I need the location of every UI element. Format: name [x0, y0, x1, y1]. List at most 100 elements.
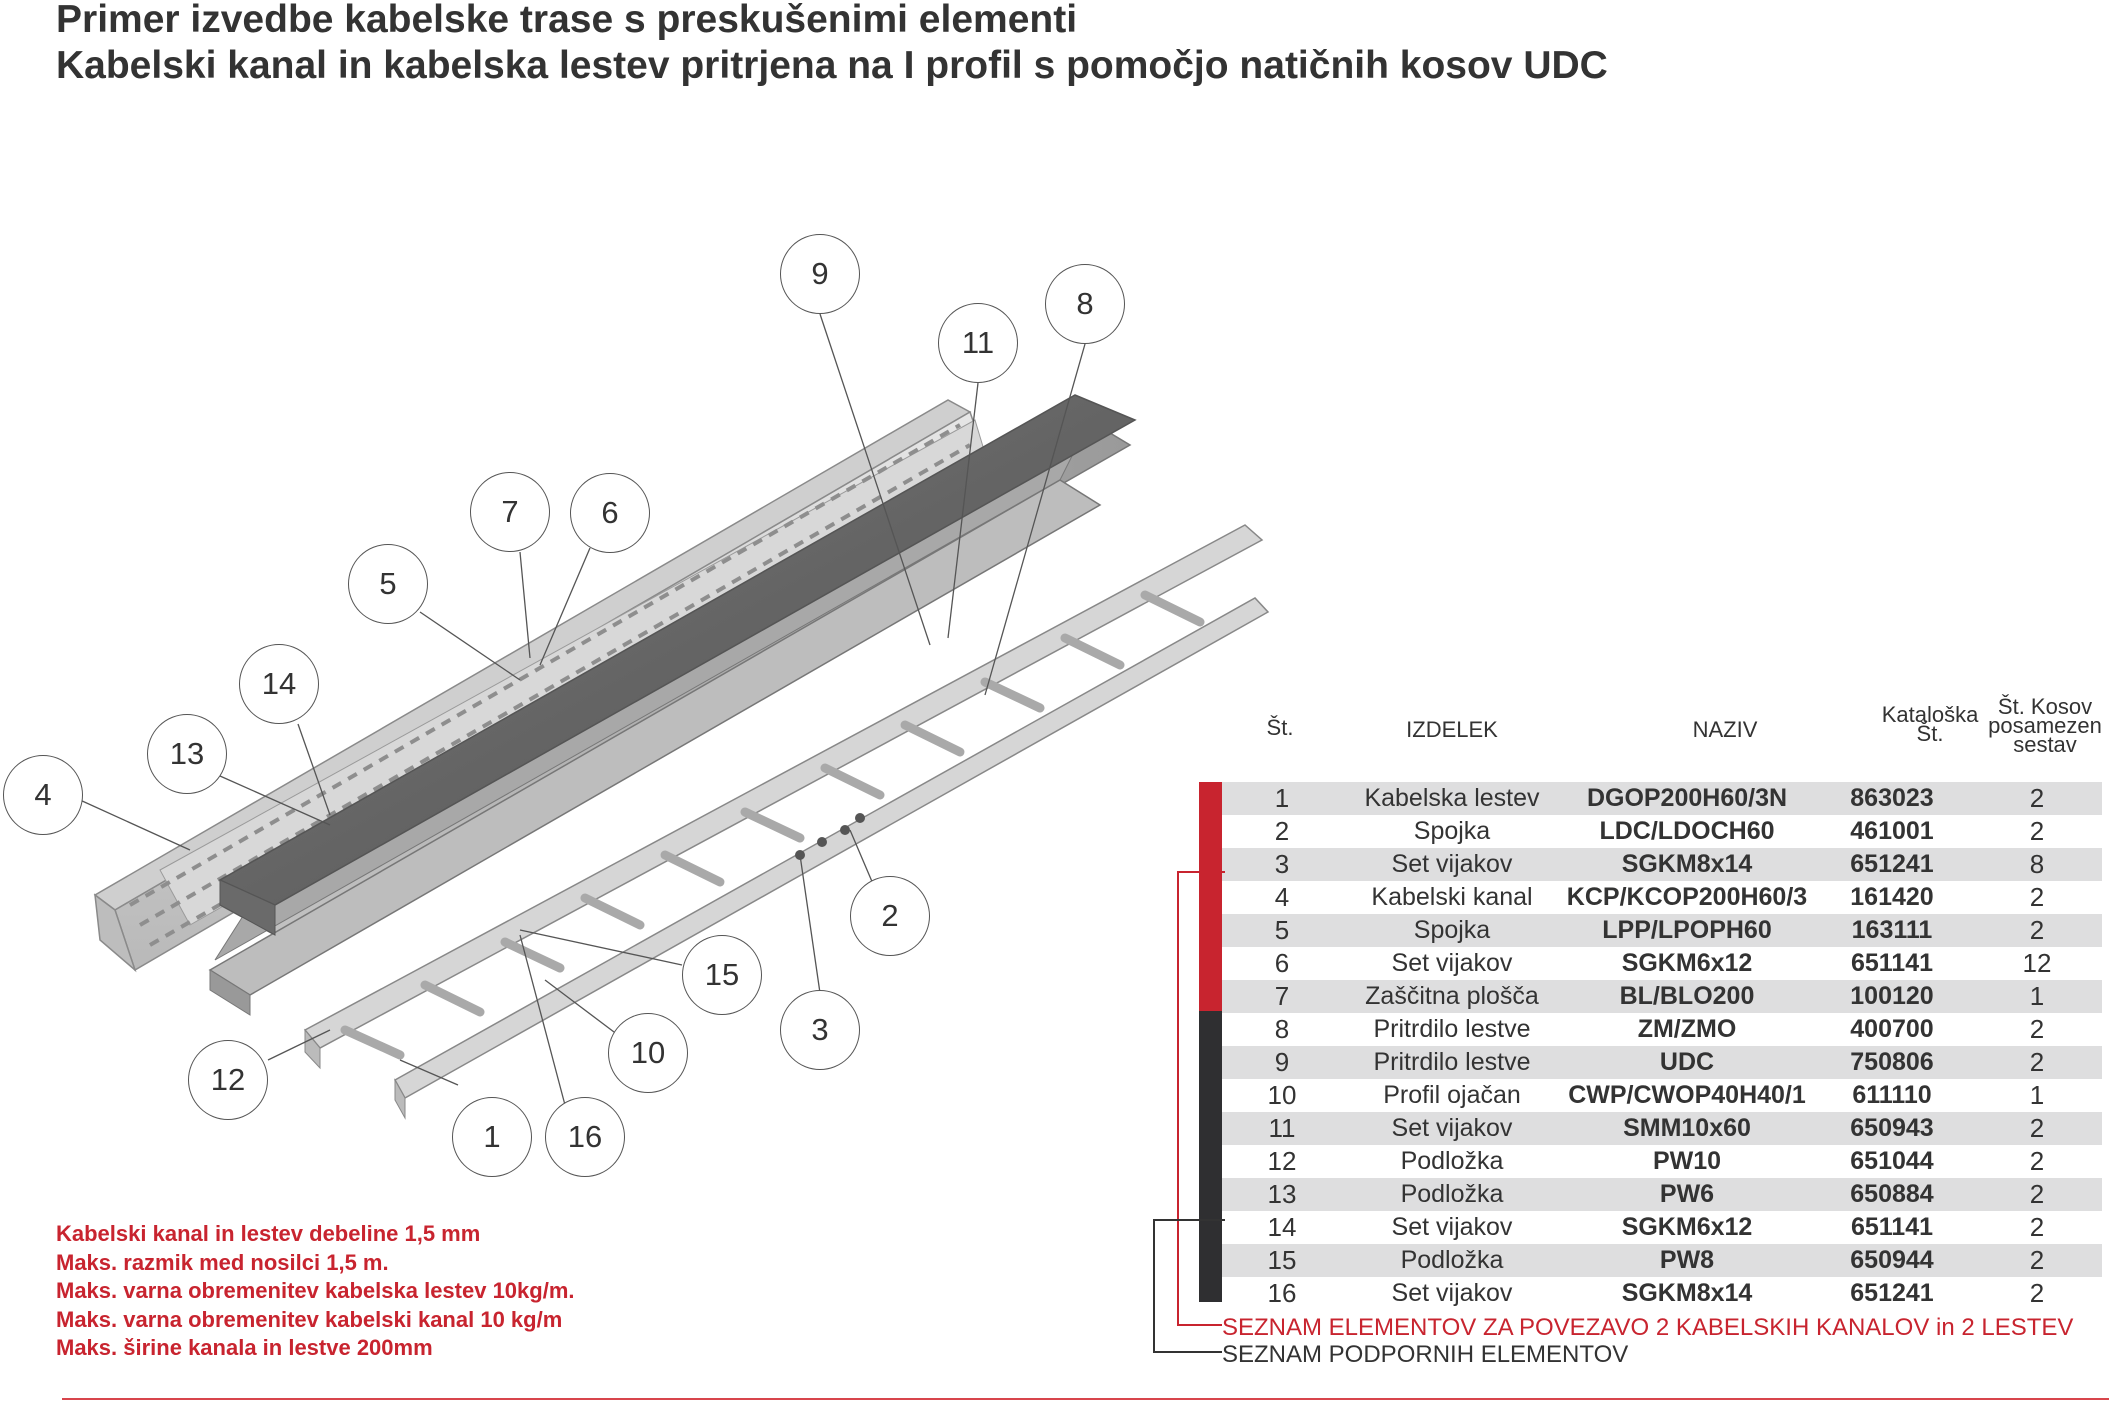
cell-kataloska: 400700: [1850, 1015, 1934, 1043]
callout-11: 11: [938, 303, 1018, 383]
callout-1: 1: [452, 1097, 532, 1177]
cell-naziv: KCP/KCOP200H60/3: [1566, 883, 1808, 911]
note-line: Maks. varna obremenitev kabelski kanal 1…: [56, 1306, 563, 1332]
cell-kosov: 2: [2029, 915, 2045, 945]
cell-izdelek: Pritrdilo lestve: [1373, 1015, 1531, 1043]
table-row: 4 Kabelski kanal KCP/KCOP200H60/3 161420…: [1222, 881, 2102, 914]
table-row: 1 Kabelska lestev DGOP200H60/3N 863023 2: [1222, 782, 2102, 815]
cell-kosov: 2: [2029, 1212, 2045, 1242]
cell-num: 13: [1267, 1179, 1297, 1209]
cell-naziv: BL/BLO200: [1619, 982, 1755, 1010]
cell-kataloska: 163111: [1851, 916, 1933, 944]
cell-kataloska: 611110: [1852, 1081, 1932, 1109]
bottom-divider: [62, 1398, 2109, 1400]
cell-kosov: 2: [2029, 783, 2045, 813]
table-row: 3 Set vijakov SGKM8x14 651241 8: [1222, 848, 2102, 881]
table-row: 14 Set vijakov SGKM6x12 651141 2: [1222, 1211, 2102, 1244]
connection-elements-bar: [1199, 782, 1222, 1011]
cell-naziv: PW6: [1659, 1180, 1715, 1208]
cell-num: 12: [1267, 1146, 1297, 1176]
cell-izdelek: Podložka: [1400, 1246, 1504, 1274]
page-title: Primer izvedbe kabelske trase s preskuše…: [56, 0, 1078, 41]
cell-izdelek: Profil ojačan: [1383, 1081, 1521, 1109]
cell-kosov: 12: [2022, 948, 2052, 978]
cell-izdelek: Podložka: [1400, 1180, 1504, 1208]
table-row: 9 Pritrdilo lestve UDC 750806 2: [1222, 1046, 2102, 1079]
cell-kataloska: 461001: [1850, 817, 1934, 845]
callout-9: 9: [780, 234, 860, 314]
cell-naziv: CWP/CWOP40H40/1: [1568, 1081, 1806, 1109]
cell-izdelek: Kabelski kanal: [1371, 883, 1533, 911]
cell-kataloska: 750806: [1850, 1048, 1934, 1076]
callout-12: 12: [188, 1040, 268, 1120]
table-row: 5 Spojka LPP/LPOPH60 163111 2: [1222, 914, 2102, 947]
callout-14: 14: [239, 644, 319, 724]
cell-naziv: LPP/LPOPH60: [1602, 916, 1772, 944]
cell-kataloska: 650944: [1850, 1246, 1934, 1274]
cell-kataloska: 651241: [1850, 850, 1934, 878]
cell-num: 16: [1267, 1278, 1297, 1308]
callout-3: 3: [780, 990, 860, 1070]
cell-kosov: 2: [2029, 816, 2045, 846]
cell-naziv: SMM10x60: [1623, 1114, 1751, 1142]
cell-num: 5: [1274, 915, 1290, 945]
table-row: 13 Podložka PW6 650884 2: [1222, 1178, 2102, 1211]
callout-13: 13: [147, 714, 227, 794]
table-row: 16 Set vijakov SGKM8x14 651241 2: [1222, 1277, 2102, 1310]
header-kataloska: Kataloška Št.: [1870, 702, 1990, 745]
cell-kataloska: 100120: [1850, 982, 1934, 1010]
cell-num: 2: [1274, 816, 1290, 846]
cell-kosov: 1: [2029, 1080, 2045, 1110]
cell-num: 9: [1274, 1047, 1290, 1077]
cell-izdelek: Kabelska lestev: [1364, 784, 1540, 812]
callout-15: 15: [682, 935, 762, 1015]
cell-naziv: ZM/ZMO: [1637, 1015, 1737, 1043]
cell-kosov: 2: [2029, 1245, 2045, 1275]
note-line: Maks. širine kanala in lestve 200mm: [56, 1335, 433, 1360]
table-row: 11 Set vijakov SMM10x60 650943 2: [1222, 1112, 2102, 1145]
cable-ladder: [303, 524, 1270, 1120]
legend-brackets: [1153, 871, 1225, 1353]
cell-izdelek: Set vijakov: [1391, 1213, 1513, 1241]
cell-kosov: 2: [2029, 1179, 2045, 1209]
cell-kosov: 2: [2029, 1146, 2045, 1176]
callout-5: 5: [348, 544, 428, 624]
cell-num: 4: [1274, 882, 1290, 912]
callout-16: 16: [545, 1097, 625, 1177]
header-num: Št.: [1266, 715, 1294, 740]
cell-kosov: 2: [2029, 1047, 2045, 1077]
table-row: 12 Podložka PW10 651044 2: [1222, 1145, 2102, 1178]
header-kosov-line1: Št. Kosov: [1997, 694, 2093, 719]
table-row: 6 Set vijakov SGKM6x12 651141 12: [1222, 947, 2102, 980]
cell-kataloska: 161420: [1850, 883, 1934, 911]
cell-num: 3: [1274, 849, 1290, 879]
cell-kataloska: 650884: [1850, 1180, 1934, 1208]
specification-notes: Kabelski kanal in lestev debeline 1,5 mm…: [56, 1220, 575, 1363]
cell-kataloska: 650943: [1850, 1114, 1934, 1142]
cell-num: 8: [1274, 1014, 1290, 1044]
cell-naziv: SGKM8x14: [1621, 850, 1753, 878]
cell-kosov: 2: [2029, 1014, 2045, 1044]
callout-6: 6: [570, 473, 650, 553]
callout-4: 4: [3, 755, 83, 835]
cell-num: 7: [1274, 981, 1290, 1011]
note-line: Maks. razmik med nosilci 1,5 m.: [56, 1249, 389, 1275]
table-row: 15 Podložka PW8 650944 2: [1222, 1244, 2102, 1277]
table-row: 10 Profil ojačan CWP/CWOP40H40/1 611110 …: [1222, 1079, 2102, 1112]
legend-support-elements: SEZNAM PODPORNIH ELEMENTOV: [1222, 1341, 1629, 1368]
cell-izdelek: Spojka: [1413, 817, 1491, 845]
header-izdelek: IZDELEK: [1406, 717, 1498, 742]
cell-num: 15: [1267, 1245, 1297, 1275]
cell-kosov: 8: [2029, 849, 2045, 879]
leader-lines: [79, 313, 1086, 1106]
cell-kosov: 2: [2029, 882, 2045, 912]
cell-num: 11: [1268, 1113, 1296, 1143]
cell-izdelek: Set vijakov: [1391, 949, 1513, 977]
callout-7: 7: [470, 472, 550, 552]
cell-num: 10: [1267, 1080, 1297, 1110]
cell-naziv: LDC/LDOCH60: [1599, 817, 1775, 845]
header-kosov-line2: posamezen: [1988, 713, 2102, 738]
cell-izdelek: Set vijakov: [1391, 1279, 1513, 1307]
header-kataloska-line1: Kataloška: [1881, 702, 1979, 727]
note-line: Kabelski kanal in lestev debeline 1,5 mm: [56, 1221, 481, 1246]
